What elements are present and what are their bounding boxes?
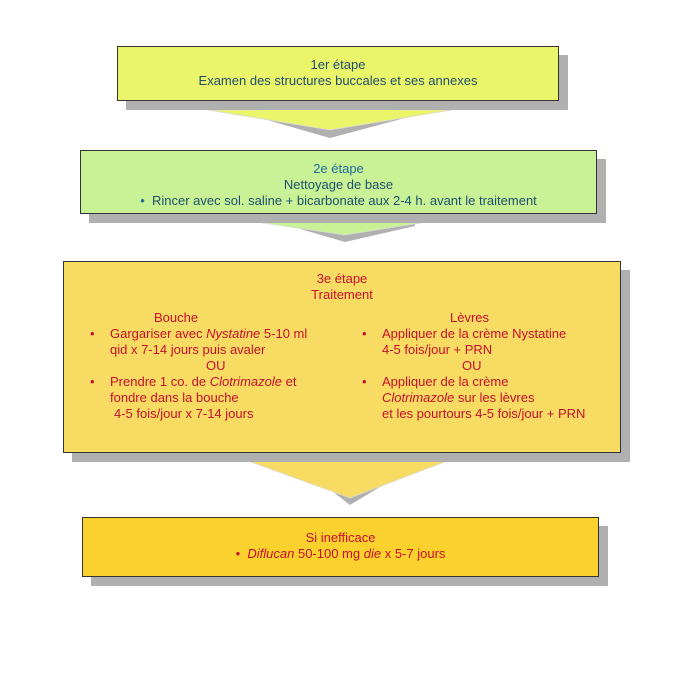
- step-2-bullet-text: Rincer avec sol. saline + bicarbonate au…: [152, 193, 537, 208]
- bouche-item2-pre: Prendre 1 co. de: [110, 374, 210, 389]
- levres-column: Lèvres Appliquer de la crème Nystatine 4…: [358, 310, 618, 422]
- levres-item1-line2: 4-5 fois/jour + PRN: [382, 342, 493, 357]
- levres-item-clotrimazole: Appliquer de la crème Clotrimazole sur l…: [358, 374, 618, 422]
- bouche-item1-post: 5-10 ml: [260, 326, 308, 341]
- levres-item2-line1: Appliquer de la crème: [382, 374, 509, 389]
- bullet-icon: •: [140, 193, 145, 208]
- step-2-title: 2e étape: [313, 161, 364, 176]
- step-4-title: Si inefficace: [305, 530, 376, 545]
- levres-item2-line2: Clotrimazole sur les lèvres: [382, 390, 618, 406]
- step-3-box: 3e étape Traitement Bouche Gargariser av…: [63, 261, 621, 453]
- levres-item2-line3: et les pourtours 4-5 fois/jour + PRN: [382, 406, 586, 421]
- bouche-item2-drug: Clotrimazole: [209, 374, 282, 389]
- step-1-text: Examen des structures buccales et ses an…: [198, 73, 478, 88]
- levres-item2-post: sur les lèvres: [454, 390, 535, 405]
- step-4-bullet: • Diflucan 50-100 mg die x 5-7 jours: [83, 546, 598, 562]
- levres-or: OU: [462, 358, 482, 373]
- step-1-title: 1er étape: [310, 57, 366, 72]
- step-2-bullet: • Rincer avec sol. saline + bicarbonate …: [81, 193, 596, 209]
- bouche-column: Bouche Gargariser avec Nystatine 5-10 ml…: [86, 310, 326, 422]
- bouche-item1-pre: Gargariser avec: [110, 326, 207, 341]
- arrow-2: [227, 212, 453, 236]
- arrow-fills: [207, 99, 456, 499]
- step-1-box: 1er étape Examen des structures buccales…: [117, 46, 559, 101]
- step-4-dose: 50-100 mg: [294, 546, 364, 561]
- bouche-item1-drug: Nystatine: [206, 326, 261, 341]
- bouche-item2-line3: 4-5 fois/jour x 7-14 jours: [114, 406, 254, 421]
- bouche-item2-post: et: [281, 374, 297, 389]
- bouche-item2-line2: fondre dans la bouche: [110, 390, 239, 405]
- levres-item1-line1: Appliquer de la crème Nystatine: [382, 326, 567, 341]
- levres-item-nystatine: Appliquer de la crème Nystatine 4-5 fois…: [358, 326, 618, 358]
- arrow-1: [207, 99, 453, 131]
- bouche-item-nystatine: Gargariser avec Nystatine 5-10 ml qid x …: [86, 326, 326, 358]
- levres-item2-drug: Clotrimazole: [382, 390, 455, 405]
- step-4-duration: x 5-7 jours: [381, 546, 446, 561]
- step-4-die: die: [363, 546, 382, 561]
- bouche-item1-line2: qid x 7-14 jours puis avaler: [110, 342, 266, 357]
- bouche-item-clotrimazole: Prendre 1 co. de Clotrimazole et fondre …: [86, 374, 326, 422]
- bullet-icon: •: [235, 546, 241, 561]
- arrow-3: [239, 451, 456, 499]
- step-3-subtitle: Traitement: [311, 287, 373, 302]
- levres-title: Lèvres: [450, 310, 490, 325]
- step-4-drug: Diflucan: [247, 546, 295, 561]
- bouche-or: OU: [206, 358, 226, 373]
- step-4-box: Si inefficace • Diflucan 50-100 mg die x…: [82, 517, 599, 577]
- step-3-title: 3e étape: [316, 271, 368, 286]
- bouche-title: Bouche: [154, 310, 199, 325]
- step-2-box: 2e étape Nettoyage de base • Rincer avec…: [80, 150, 597, 214]
- step-2-subtitle: Nettoyage de base: [283, 177, 394, 192]
